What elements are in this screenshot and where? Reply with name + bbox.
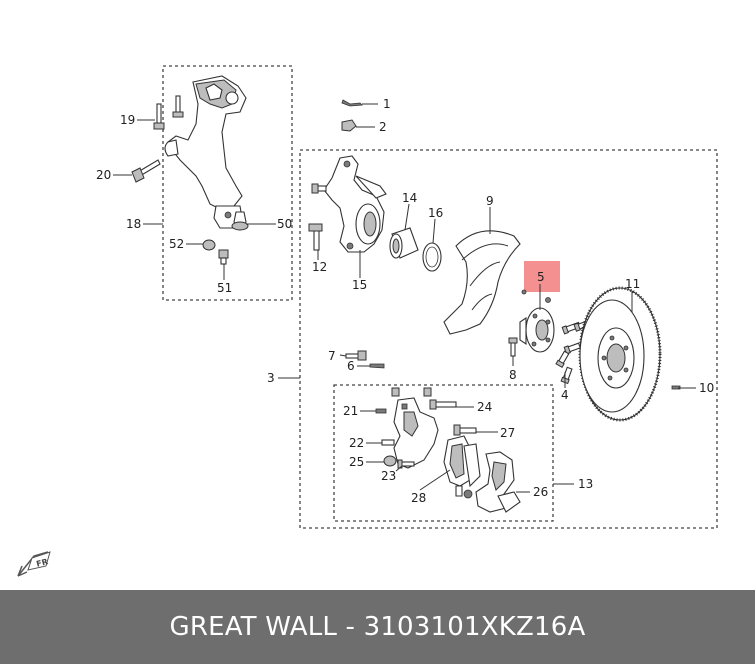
nut-25 bbox=[383, 455, 397, 467]
bolts-24 bbox=[391, 387, 457, 410]
callout-6: 6 bbox=[347, 359, 355, 373]
ball-joint-50 bbox=[231, 211, 249, 231]
wheel-bearing-14 bbox=[389, 227, 419, 259]
brake-disc-11 bbox=[578, 286, 662, 422]
highlight-part-5 bbox=[524, 261, 560, 292]
callout-8: 8 bbox=[509, 368, 517, 382]
wheel-hub-5 bbox=[519, 289, 555, 353]
bolt-19 bbox=[153, 95, 184, 130]
callout-labels: 1 2 3 4 5 6 7 8 9 10 11 12 13 14 15 16 1… bbox=[96, 97, 714, 505]
callout-5: 5 bbox=[537, 270, 545, 284]
caliper-group-box bbox=[333, 384, 554, 522]
brake-pads-28 bbox=[443, 435, 481, 499]
bolt-12 bbox=[308, 223, 323, 251]
callout-12: 12 bbox=[312, 260, 327, 274]
callout-2: 2 bbox=[379, 120, 387, 134]
callout-7: 7 bbox=[328, 349, 336, 363]
snap-ring-16 bbox=[422, 242, 442, 272]
callout-16: 16 bbox=[428, 206, 443, 220]
control-arm-group-box bbox=[162, 65, 293, 301]
footer-bar: GREAT WALL - 3103101XKZ16A bbox=[0, 590, 755, 664]
callout-25: 25 bbox=[349, 455, 364, 469]
front-direction-mark: FR bbox=[17, 551, 51, 577]
callout-13: 13 bbox=[578, 477, 593, 491]
callout-24: 24 bbox=[477, 400, 492, 414]
callout-10: 10 bbox=[699, 381, 714, 395]
callout-26: 26 bbox=[533, 485, 548, 499]
callout-51: 51 bbox=[217, 281, 232, 295]
bolt-21 bbox=[375, 408, 387, 414]
nut-2 bbox=[341, 119, 357, 132]
nut-52 bbox=[202, 239, 216, 251]
lower-control-arm bbox=[164, 75, 247, 229]
parts-diagram: 1 2 3 4 5 6 7 8 9 10 11 12 13 14 15 16 1… bbox=[17, 65, 718, 577]
callout-27: 27 bbox=[500, 426, 515, 440]
nut-51 bbox=[218, 249, 229, 265]
knuckle-brake-group-box bbox=[299, 149, 718, 529]
bolt-20 bbox=[131, 159, 161, 183]
callout-3: 3 bbox=[267, 371, 275, 385]
callout-23: 23 bbox=[381, 469, 396, 483]
clip-1 bbox=[341, 99, 363, 107]
callout-22: 22 bbox=[349, 436, 364, 450]
callout-1: 1 bbox=[383, 97, 391, 111]
bolt-22 bbox=[381, 439, 395, 446]
leader-lines bbox=[113, 103, 696, 493]
callout-52: 52 bbox=[169, 237, 184, 251]
bolt-knuckle-top bbox=[311, 183, 327, 194]
callout-15: 15 bbox=[352, 278, 367, 292]
caliper-26 bbox=[475, 451, 521, 513]
caliper-bracket bbox=[393, 397, 439, 469]
callout-11: 11 bbox=[625, 277, 640, 291]
callout-50: 50 bbox=[277, 217, 292, 231]
clip-6 bbox=[369, 363, 385, 369]
callout-9: 9 bbox=[486, 194, 494, 208]
steering-knuckle bbox=[323, 155, 387, 253]
screw-8 bbox=[508, 337, 518, 357]
callout-20: 20 bbox=[96, 168, 111, 182]
part-number-title: GREAT WALL - 3103101XKZ16A bbox=[169, 612, 586, 642]
callout-19: 19 bbox=[120, 113, 135, 127]
dust-shield-9 bbox=[443, 230, 521, 335]
bolt-27 bbox=[453, 424, 477, 436]
callout-21: 21 bbox=[343, 404, 358, 418]
callout-14: 14 bbox=[402, 191, 417, 205]
front-mark-label: FR bbox=[35, 557, 49, 569]
callout-28: 28 bbox=[411, 491, 426, 505]
callout-4: 4 bbox=[561, 388, 569, 402]
callout-18: 18 bbox=[126, 217, 141, 231]
